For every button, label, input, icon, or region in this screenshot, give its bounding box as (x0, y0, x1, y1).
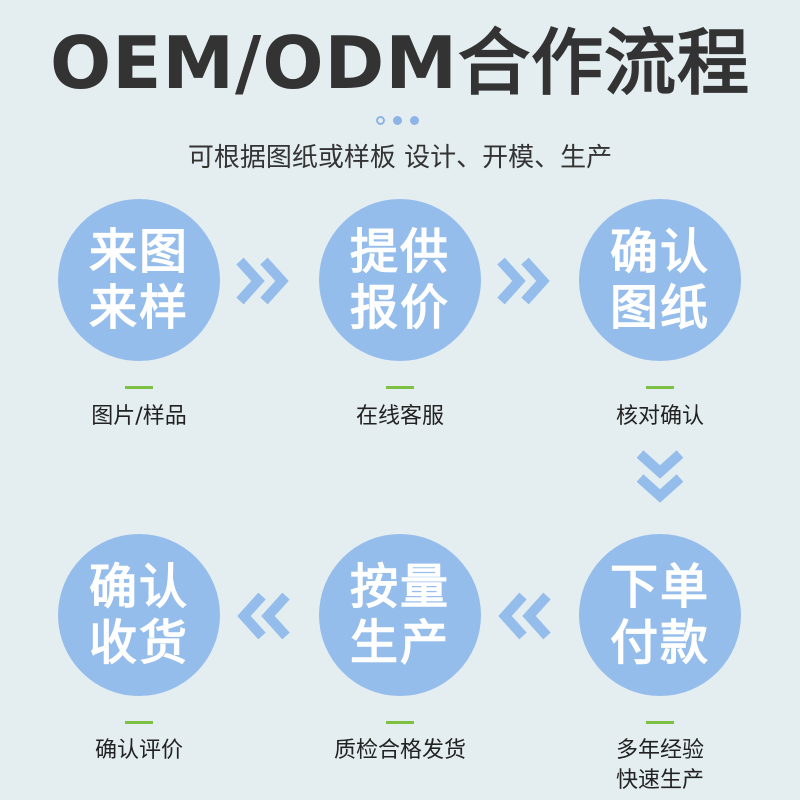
accent-bar (386, 386, 414, 389)
step-caption-6: 确认评价 (29, 736, 249, 766)
step-title-line1: 来图 (88, 224, 189, 280)
accent-bar (125, 721, 153, 724)
accent-bar (646, 386, 674, 389)
step-title-line1: 确认 (88, 559, 189, 615)
step-caption-3: 核对确认 (550, 402, 770, 432)
dot-icon (410, 115, 419, 125)
step-caption-1: 图片/样品 (29, 402, 249, 432)
step-title-line1: 确认 (609, 224, 710, 280)
step-caption-5: 质检合格发货 (290, 736, 510, 766)
step-caption-4: 多年经验 快速生产 (550, 736, 770, 796)
double-chevron-left-icon (236, 592, 292, 640)
step-circle-3: 确认 图纸 (579, 199, 741, 361)
dot-icon (393, 115, 402, 125)
dot-icon (376, 115, 385, 125)
step-caption-text: 确认评价 (94, 738, 183, 763)
accent-bar (386, 721, 414, 724)
step-title-line2: 付款 (609, 615, 710, 671)
accent-bar (646, 721, 674, 724)
step-title-line2: 生产 (349, 615, 450, 671)
step-circle-4: 下单 付款 (579, 534, 741, 696)
step-circle-6: 确认 收货 (58, 534, 220, 696)
step-caption-2: 在线客服 (290, 402, 510, 432)
step-circle-5: 按量 生产 (319, 534, 481, 696)
accent-bar (125, 386, 153, 389)
step-caption-text: 核对确认 (615, 404, 704, 429)
step-title-line2: 来样 (88, 280, 189, 336)
double-chevron-right-icon (497, 257, 553, 305)
step-title-line2: 收货 (88, 615, 189, 671)
step-circle-2: 提供 报价 (319, 199, 481, 361)
double-chevron-right-icon (236, 257, 292, 305)
step-title-line1: 下单 (609, 559, 710, 615)
step-caption-text-2: 快速生产 (615, 768, 704, 793)
double-chevron-left-icon (497, 592, 553, 640)
step-circle-1: 来图 来样 (58, 199, 220, 361)
step-title-line1: 按量 (349, 559, 450, 615)
step-caption-text: 图片/样品 (91, 404, 187, 429)
decorative-dots (376, 114, 426, 126)
step-caption-text: 多年经验 (615, 738, 704, 763)
step-title-line2: 报价 (349, 280, 450, 336)
double-chevron-down-icon (636, 450, 684, 506)
page-title: OEM/ODM合作流程 (50, 21, 750, 105)
step-title-line2: 图纸 (609, 280, 710, 336)
step-title-line1: 提供 (349, 224, 450, 280)
step-caption-text: 质检合格发货 (333, 738, 466, 763)
step-caption-text: 在线客服 (355, 404, 444, 429)
page-subtitle: 可根据图纸或样板 设计、开模、生产 (187, 143, 613, 173)
